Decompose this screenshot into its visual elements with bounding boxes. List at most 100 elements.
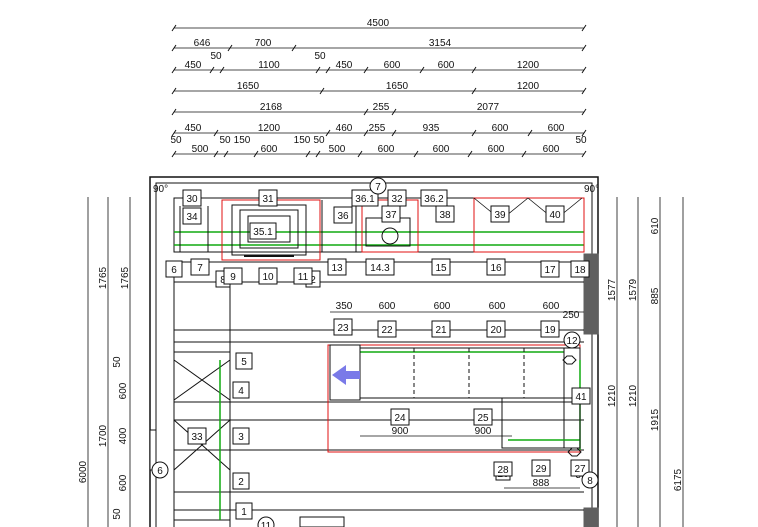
svg-text:37: 37 [385, 210, 397, 221]
right-dimension-chains [616, 197, 684, 527]
cabinet-tag: 27 [570, 459, 590, 477]
svg-text:20: 20 [490, 325, 502, 336]
cabinet-tag: 34 [182, 207, 202, 225]
circle-markers: 7 1 2 6 8 11 [151, 177, 599, 527]
cabinet-tag: 36.2 [420, 189, 448, 207]
cabinet-tag: 20 [486, 320, 506, 338]
svg-text:14.3: 14.3 [370, 263, 390, 274]
cabinet-tag: 37 [381, 205, 401, 223]
svg-text:27: 27 [574, 464, 586, 475]
cabinet-tag: 11 [293, 267, 313, 285]
dim-label: 1577 [607, 278, 618, 301]
dim-label: 450 [185, 123, 202, 134]
cabinet-tag: 40 [545, 205, 565, 223]
svg-text:18: 18 [574, 265, 586, 276]
corner-angle-left: 90° [153, 184, 168, 195]
dim-label: 3154 [429, 38, 452, 49]
svg-text:40: 40 [549, 210, 561, 221]
svg-text:39: 39 [494, 210, 506, 221]
svg-text:29: 29 [535, 464, 547, 475]
dim-label: 646 [194, 38, 211, 49]
dim-label: 1200 [517, 60, 540, 71]
cabinet-tag: 32 [387, 189, 407, 207]
svg-text:6: 6 [157, 466, 163, 477]
dim-label: 50 [112, 508, 123, 520]
dim-total-width: 4500 [367, 18, 390, 29]
cabinet-tag: 4 [232, 381, 250, 399]
cabinet-tag: 22 [377, 320, 397, 338]
cabinet-tag: 1 [235, 502, 253, 520]
dim-label: 1765 [120, 266, 131, 289]
svg-text:6: 6 [171, 265, 177, 276]
svg-text:15: 15 [435, 263, 447, 274]
dim-label: 250 [563, 310, 580, 321]
dim-label: 150 [294, 135, 311, 146]
cabinet-tag: 3 [232, 427, 250, 445]
svg-text:2: 2 [310, 275, 316, 286]
dim-label: 888 [533, 478, 550, 489]
dim-label: 50 [219, 135, 231, 146]
marker-circle: 6 [151, 461, 169, 479]
svg-text:25: 25 [477, 413, 489, 424]
dim-label: 1210 [628, 384, 639, 407]
cabinet-tag: 7 [190, 258, 210, 276]
cabinet-tag: 15 [431, 258, 451, 276]
dim-label: 610 [650, 217, 661, 234]
dim-label: 1700 [98, 424, 109, 447]
cabinet-tag: 19 [540, 320, 560, 338]
dim-label: 1765 [98, 266, 109, 289]
cabinet-tag: 36.1 [351, 189, 379, 207]
svg-text:34: 34 [186, 212, 198, 223]
inner-dimensions [330, 311, 584, 489]
cabinet-tag: 39 [490, 205, 510, 223]
dim-label: 900 [475, 426, 492, 437]
dim-label: 1200 [517, 81, 540, 92]
svg-text:1: 1 [241, 507, 247, 518]
svg-text:30: 30 [186, 194, 198, 205]
svg-text:13: 13 [331, 263, 343, 274]
bottom-appliance [299, 516, 345, 527]
cabinet-tag: 33 [187, 427, 207, 445]
top-dimension-chains [171, 24, 587, 158]
dim-label: 600 [433, 144, 450, 155]
dim-label: 700 [255, 38, 272, 49]
svg-text:4: 4 [238, 386, 244, 397]
top-dimension-labels: 4500 646 700 3154 50 50 450 1100 450 600… [170, 18, 587, 155]
dim-label: 600 [489, 301, 506, 312]
cabinet-tag: 31 [258, 189, 278, 207]
dim-label: 1100 [258, 60, 280, 71]
svg-text:36.1: 36.1 [355, 194, 375, 205]
svg-text:9: 9 [230, 272, 236, 283]
svg-text:31: 31 [262, 194, 274, 205]
svg-text:3: 3 [238, 432, 244, 443]
right-dimension-labels: 1577 1579 610 885 1210 1210 1915 6175 [607, 217, 684, 491]
dim-label: 600 [488, 144, 505, 155]
dim-label: 600 [118, 474, 129, 491]
svg-text:8: 8 [587, 476, 593, 487]
dim-label: 935 [423, 123, 440, 134]
cabinet-tag: 29 [531, 459, 551, 477]
marker-circle: 8 [581, 471, 599, 489]
cabinet-tag: 36 [333, 206, 353, 224]
cabinet-tag: 16 [486, 258, 506, 276]
cabinet-tag: 25 [473, 408, 493, 426]
cabinet-tag: 13 [327, 258, 347, 276]
dim-label: 600 [492, 123, 509, 134]
cabinet-tag: 30 [182, 189, 202, 207]
dim-label: 1650 [237, 81, 260, 92]
cabinet-tag: 38 [435, 205, 455, 223]
dim-label: 900 [392, 426, 409, 437]
left-dimension-chains [87, 197, 131, 527]
svg-text:32: 32 [391, 194, 403, 205]
svg-text:10: 10 [262, 272, 274, 283]
dim-label: 350 [336, 301, 353, 312]
svg-text:17: 17 [544, 265, 556, 276]
dim-label: 50 [575, 135, 587, 146]
svg-text:8: 8 [220, 275, 226, 286]
hex-markers [562, 355, 582, 457]
dim-label: 600 [379, 301, 396, 312]
dim-label: 2168 [260, 102, 283, 113]
svg-text:41: 41 [575, 392, 587, 403]
dim-label: 450 [336, 60, 353, 71]
dim-label: 460 [336, 123, 353, 134]
